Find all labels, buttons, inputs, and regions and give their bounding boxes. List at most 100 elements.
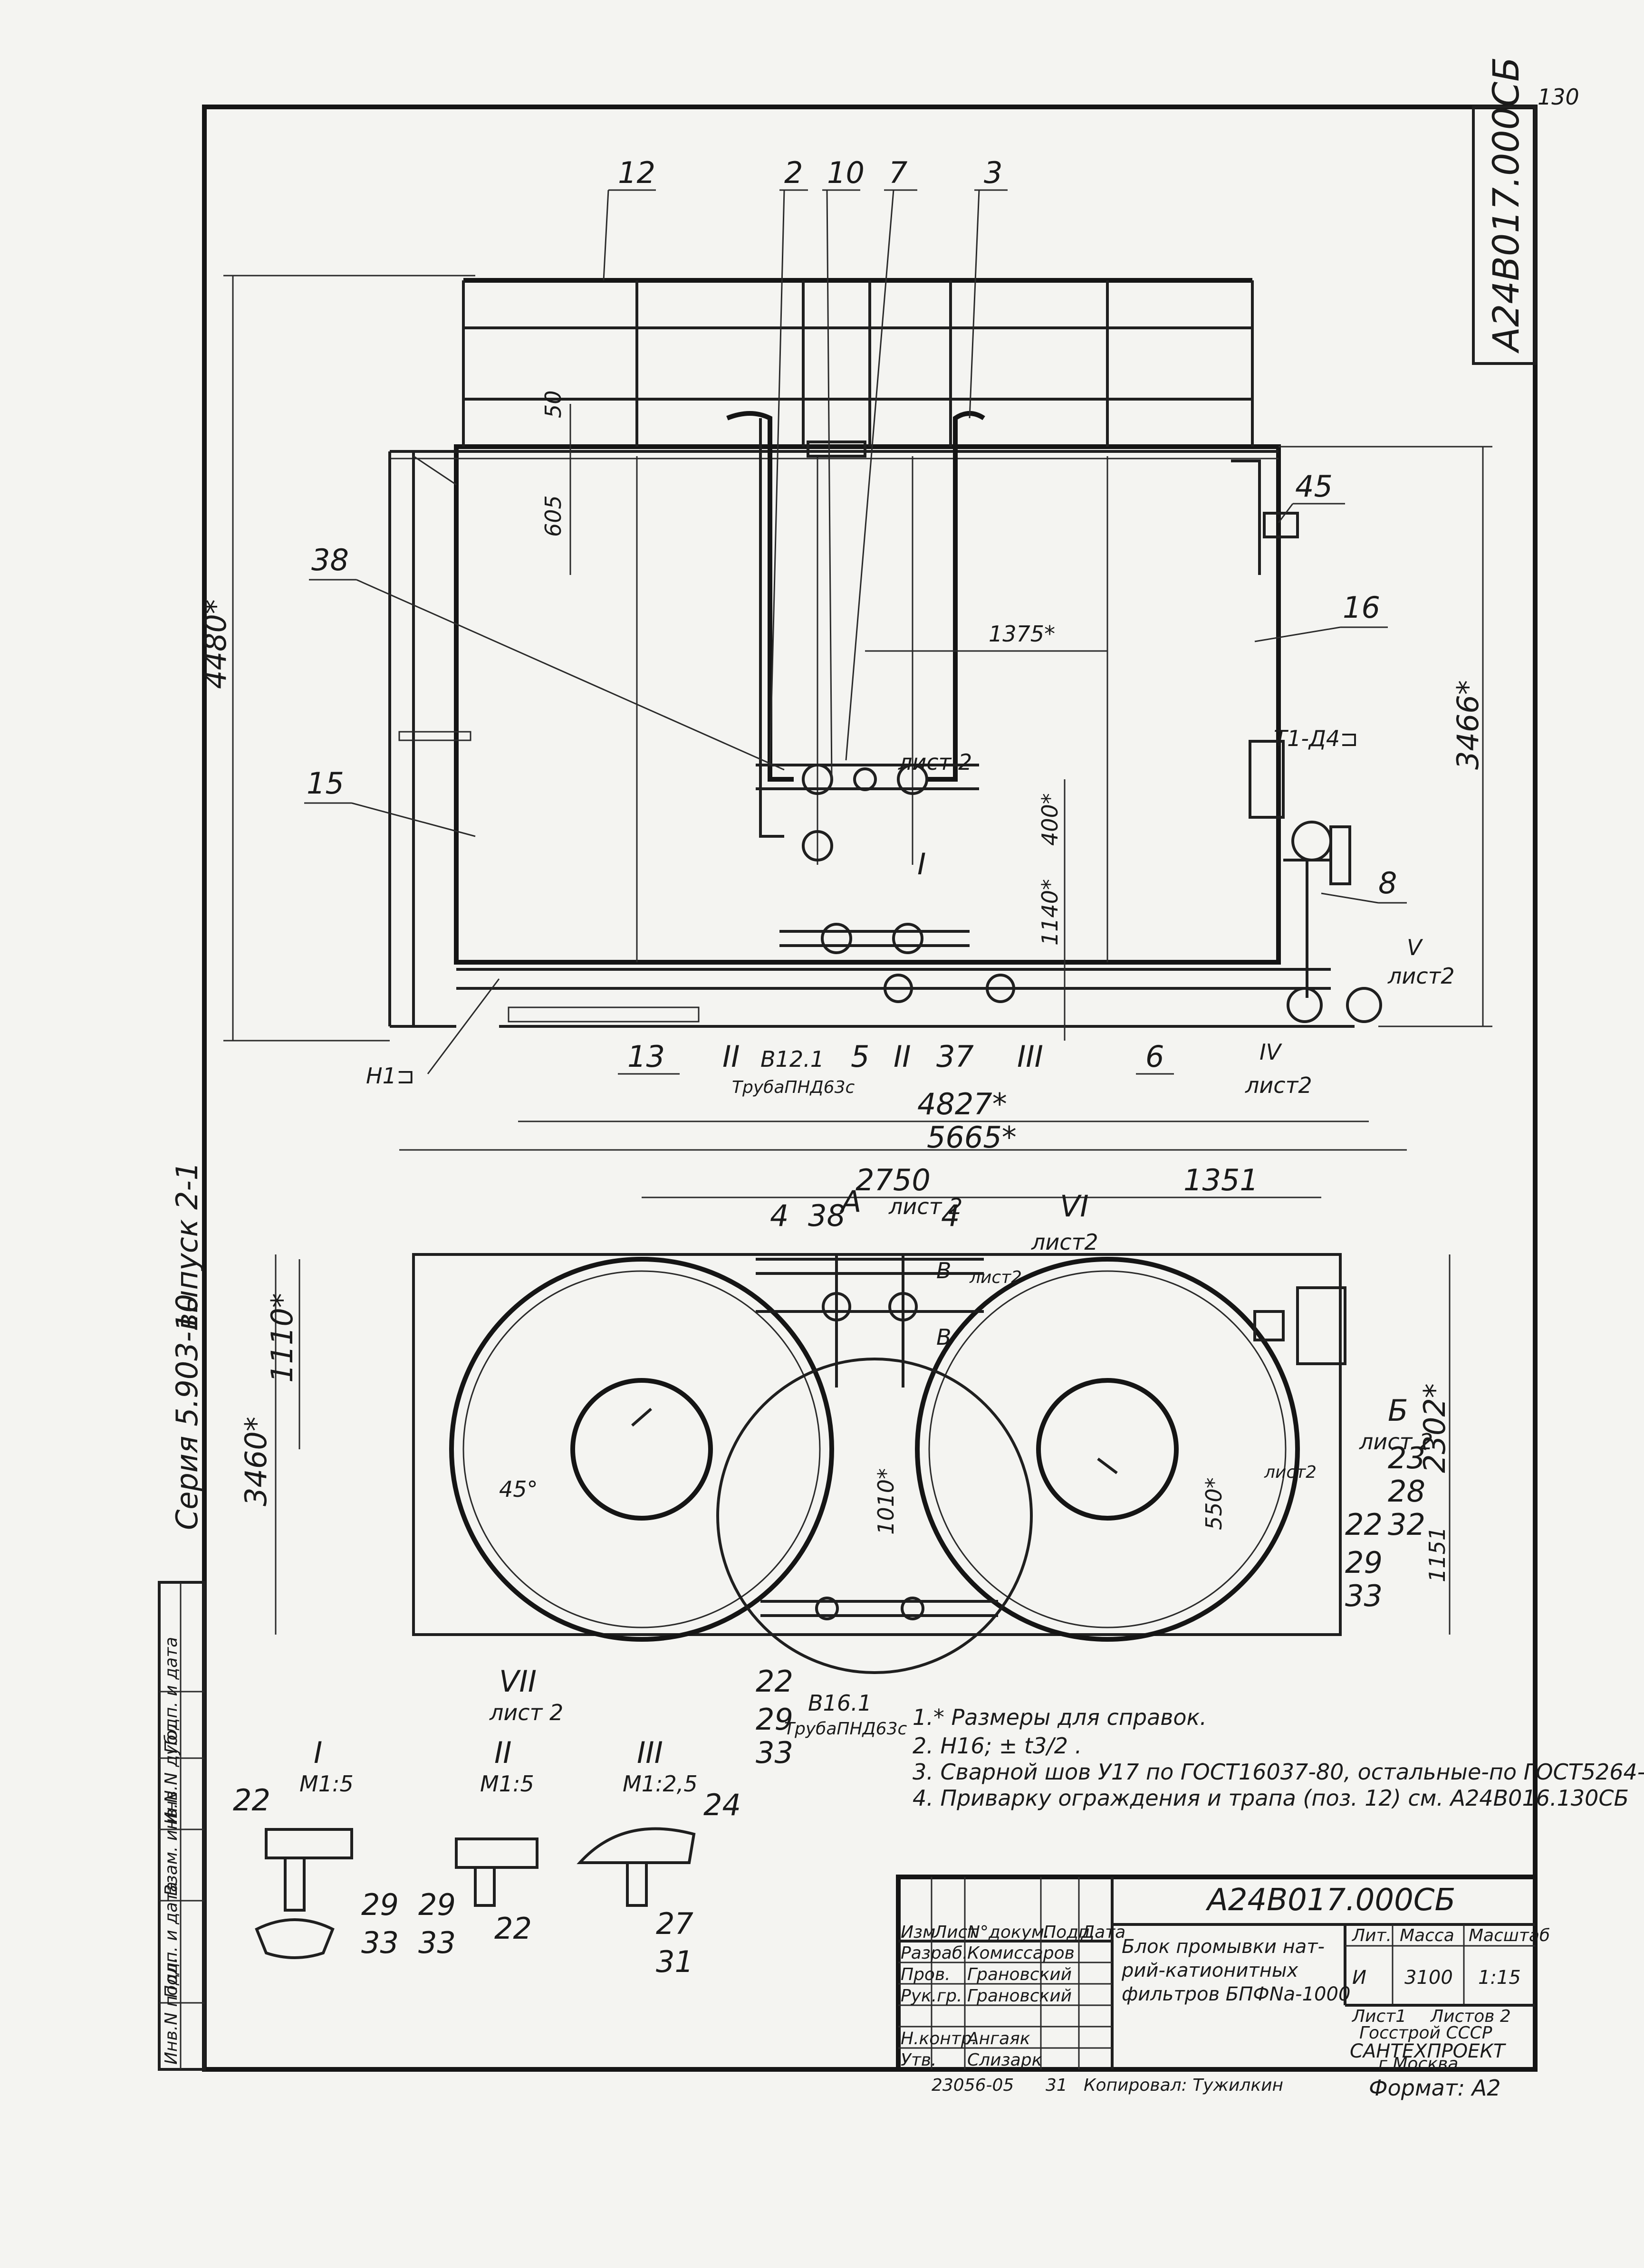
- callout-I-list2: лист 2: [898, 749, 972, 775]
- central-body: [716, 1358, 1033, 1674]
- callout-b16-pipe: ТрубаПНД63с: [784, 1719, 907, 1739]
- dim-2750: 2750: [856, 1163, 931, 1197]
- callout-VI-list2: лист2: [1031, 1229, 1098, 1255]
- callout-b12-pipe: ТрубаПНД63с: [732, 1078, 855, 1097]
- pos-38: 38: [311, 543, 349, 577]
- pos-7: 7: [889, 155, 907, 190]
- pos-38-plan: 38: [808, 1198, 846, 1233]
- valve: [897, 764, 928, 795]
- filter-left: [449, 1257, 834, 1642]
- stamp-col-1: Подп. и дата: [162, 1882, 181, 1998]
- tb-scale: 1:15: [1478, 1967, 1521, 1989]
- pos-4-left: 4: [770, 1198, 788, 1233]
- detail-I-ref-29: 29: [361, 1887, 399, 1922]
- tb-org-1: Госстрой СССР: [1359, 2023, 1492, 2043]
- pos-28: 28: [1388, 1474, 1425, 1509]
- pos-6: 6: [1145, 1039, 1164, 1074]
- pos-29-r: 29: [1345, 1545, 1383, 1580]
- pos-12: 12: [618, 155, 655, 190]
- detail-I-title: I: [314, 1735, 322, 1770]
- detail-I-scale: М1:5: [299, 1771, 354, 1797]
- footer-copied: Копировал: Тужилкин: [1084, 2076, 1283, 2095]
- callout-view-VII: VII: [499, 1664, 537, 1699]
- callout-view-A: А: [839, 1184, 861, 1219]
- callout-view-IV: IV: [1259, 1039, 1283, 1065]
- pos-3: 3: [984, 155, 1002, 190]
- pos-22-b: 22: [756, 1664, 793, 1699]
- manhole-left: [570, 1378, 713, 1521]
- tb-lit-label: Лит.: [1351, 1926, 1392, 1945]
- pos-2: 2: [784, 155, 803, 190]
- tb-role-3: Н.контр.: [901, 2029, 977, 2048]
- pos-22-r: 22: [1345, 1507, 1383, 1542]
- valve: [892, 923, 923, 954]
- tb-scale-label: Масштаб: [1469, 1926, 1550, 1945]
- detail-II-scale: М1:5: [480, 1771, 534, 1797]
- footer-format: Формат: А2: [1369, 2075, 1500, 2101]
- valve: [853, 767, 877, 791]
- dim-5665: 5665*: [927, 1120, 1017, 1155]
- pos-III: III: [1017, 1039, 1043, 1074]
- dim-4827: 4827*: [917, 1087, 1007, 1121]
- pos-8: 8: [1378, 866, 1397, 900]
- callout-VII-list2: лист 2: [489, 1700, 563, 1725]
- tb-mass: 3100: [1404, 1967, 1453, 1989]
- tb-h-date: Дата: [1080, 1923, 1125, 1942]
- callout-view-VI: VI: [1060, 1189, 1089, 1224]
- tb-name-4: Слизарк: [967, 2050, 1042, 2070]
- detail-II-ref-29: 29: [418, 1887, 456, 1922]
- callout-b16: В16.1: [808, 1690, 872, 1716]
- dim-605: 605: [540, 495, 566, 537]
- tb-mass-label: Масса: [1400, 1926, 1454, 1945]
- note-4: 4. Приварку ограждения и трапа (поз. 12)…: [913, 1785, 1629, 1811]
- note-2: 2. Н16; ± t3/2 .: [913, 1733, 1082, 1759]
- tb-doc-code: А24В017.000СБ: [1205, 1883, 1455, 1918]
- title-block: А24В017.000СБ Блок промывки нат- рий-кат…: [896, 1875, 1550, 2074]
- detail-II: II М1:5 29 33 22: [418, 1735, 538, 1960]
- tb-title-3: фильтров БПФNа-1000: [1122, 1983, 1350, 2005]
- tb-role-1: Пров.: [901, 1965, 951, 1984]
- pos-10: 10: [827, 155, 865, 190]
- plan-frame: [412, 1253, 1342, 1636]
- callout-view-B: Б: [1388, 1393, 1408, 1428]
- pos-33-b: 33: [756, 1735, 793, 1770]
- dim-1010: 1010*: [873, 1468, 899, 1535]
- footer-num: 31: [1046, 2076, 1067, 2095]
- tb-name-0: Комиссаров: [967, 1943, 1075, 1963]
- pos-33-r: 33: [1345, 1579, 1383, 1613]
- tb-role-0: Разраб.: [901, 1943, 968, 1963]
- dim-1351: 1351: [1183, 1163, 1259, 1197]
- plan-view: 2750 1351 3460* 1110* 550* 1010* 2302* 1…: [239, 1163, 1452, 1770]
- pos-II-a: II: [722, 1039, 740, 1074]
- detail-III-ref-31: 31: [656, 1944, 693, 1979]
- dim-3460: 3460*: [239, 1416, 273, 1506]
- detail-I: I М1:5 22 29 33: [233, 1735, 399, 1960]
- pos-4-right: 4: [941, 1198, 960, 1233]
- stamp-col-2: Взам. инв.N: [162, 1790, 181, 1896]
- pos-16: 16: [1343, 590, 1380, 625]
- callout-view-I: I: [917, 847, 926, 881]
- dim-400: 400*: [1037, 793, 1063, 846]
- tb-lit: И: [1352, 1967, 1366, 1989]
- detail-I-ref-22: 22: [233, 1783, 270, 1818]
- tb-h-list: Лист: [933, 1923, 978, 1942]
- tb-org-2: САНТЕХПРОЕКТ: [1350, 2040, 1507, 2062]
- callout-r-list2: лист2: [1264, 1463, 1317, 1482]
- callout-n1: Н1⊐: [366, 1063, 414, 1089]
- tb-name-2: Грановский: [967, 1986, 1072, 2006]
- dim-1110: 1110*: [265, 1293, 299, 1383]
- detail-III-ref-24: 24: [703, 1788, 741, 1822]
- callout-IV-list2: лист2: [1245, 1072, 1312, 1098]
- dim-2302: 2302*: [1417, 1383, 1452, 1473]
- pos-23: 23: [1388, 1441, 1425, 1475]
- callout-B-list2: лист 2: [1359, 1429, 1433, 1455]
- doc-code-vertical: А24В017.000СБ: [1485, 57, 1527, 354]
- pos-13: 13: [627, 1039, 665, 1074]
- detail-II-title: II: [494, 1735, 512, 1770]
- tb-h-izm: Изм: [901, 1923, 935, 1942]
- tb-h-doc: N°докум.: [967, 1923, 1050, 1942]
- page-number: 130: [1538, 84, 1579, 110]
- tb-sheets-total: Листов 2: [1430, 2007, 1511, 2026]
